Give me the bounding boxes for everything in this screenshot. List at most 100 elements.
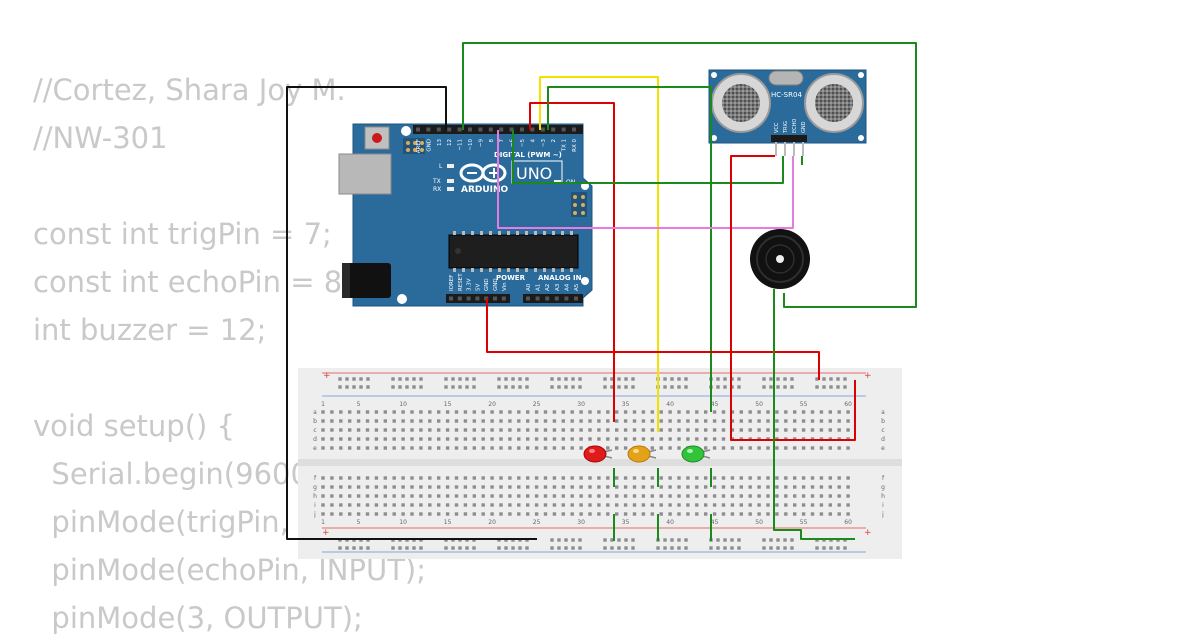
- breadboard-hole: [508, 428, 512, 432]
- breadboard-hole: [348, 419, 352, 423]
- rail-hole: [709, 546, 713, 550]
- rail-hole: [769, 546, 773, 550]
- breadboard-hole: [365, 410, 370, 414]
- breadboard-hole: [766, 512, 770, 516]
- breadboard-hole: [374, 485, 379, 489]
- rail-hole: [684, 546, 688, 550]
- breadboard-hole: [383, 476, 387, 480]
- wire-green-trig: [512, 130, 784, 184]
- rail-plus-bottom-right: +: [864, 528, 872, 538]
- tx-led: [447, 179, 454, 183]
- column-number: 45: [711, 519, 719, 526]
- rail-hole: [677, 546, 681, 550]
- rail-hole: [815, 546, 819, 550]
- icsp-header-right: [571, 192, 587, 217]
- rail-hole: [525, 385, 529, 389]
- breadboard-hole: [632, 503, 637, 507]
- breadboard-hole: [339, 446, 343, 450]
- header-pin: [574, 296, 578, 301]
- breadboard-hole: [481, 410, 485, 414]
- breadboard-hole: [650, 428, 654, 432]
- breadboard-hole: [677, 428, 681, 432]
- breadboard-hole: [543, 419, 548, 423]
- breadboard-hole: [392, 410, 396, 414]
- buzzer-ring: [756, 235, 804, 283]
- code-line: int buzzer = 12;: [33, 313, 267, 347]
- breadboard-hole: [321, 494, 325, 498]
- breadboard-hole: [615, 428, 619, 432]
- breadboard-hole: [615, 476, 619, 480]
- breadboard-hole: [499, 428, 503, 432]
- rail-hole: [663, 377, 667, 381]
- breadboard-hole: [668, 503, 672, 507]
- breadboard-hole: [686, 512, 690, 516]
- icsp-header-top: [403, 138, 425, 154]
- breadboard-hole: [356, 503, 361, 507]
- header-pin: [501, 296, 506, 301]
- wire-green-pin3-led: [547, 86, 712, 412]
- rail-hole: [783, 538, 787, 542]
- breadboard-hole: [410, 485, 414, 489]
- breadboard-hole: [793, 419, 797, 423]
- breadboard-hole: [757, 410, 761, 414]
- breadboard-hole: [383, 485, 387, 489]
- breadboard-hole: [757, 476, 761, 480]
- analog-pin-label: A0: [526, 283, 532, 291]
- rail-hole: [338, 385, 342, 389]
- header-pin: [416, 127, 420, 132]
- breadboard-hole: [419, 503, 423, 507]
- breadboard-hole: [526, 446, 530, 450]
- breadboard-hole: [712, 494, 717, 498]
- sensor-header: [771, 135, 807, 142]
- breadboard-hole: [739, 419, 743, 423]
- breadboard-hole: [632, 410, 637, 414]
- breadboard-hole: [392, 512, 396, 516]
- breadboard-hole: [561, 476, 565, 480]
- column-number: 20: [488, 401, 496, 408]
- row-letter: i: [882, 502, 884, 509]
- breadboard: + + + + 11551010151520202525303035354040…: [298, 368, 902, 559]
- breadboard-hole: [632, 476, 637, 480]
- breadboard-hole: [615, 512, 619, 516]
- chip-leg: [453, 231, 456, 235]
- rail-hole: [352, 377, 356, 381]
- chip-leg: [480, 268, 483, 272]
- breadboard-hole: [668, 485, 672, 489]
- header-pin: [540, 127, 545, 132]
- breadboard-hole: [775, 446, 779, 450]
- breadboard-hole: [330, 512, 334, 516]
- chip-leg: [507, 231, 510, 235]
- breadboard-hole: [543, 512, 548, 516]
- breadboard-hole: [793, 410, 797, 414]
- digital-pin-label: 2: [551, 139, 557, 143]
- digital-label: DIGITAL (PWM ~): [494, 151, 562, 159]
- power-pin-label: 3.3V: [467, 278, 473, 291]
- power-pin-label: IOREF: [449, 275, 455, 291]
- rail-hole: [836, 546, 840, 550]
- breadboard-hole: [597, 428, 601, 432]
- breadboard-hole: [775, 494, 779, 498]
- rail-hole: [624, 546, 628, 550]
- digital-header-pins: [416, 127, 576, 132]
- rail-hole: [737, 538, 741, 542]
- breadboard-hole: [330, 446, 334, 450]
- breadboard-hole: [846, 419, 850, 423]
- breadboard-hole: [623, 410, 628, 414]
- breadboard-hole: [517, 437, 521, 441]
- breadboard-hole: [686, 437, 690, 441]
- breadboard-hole: [819, 428, 824, 432]
- led-green: [681, 445, 711, 463]
- rail-hole: [550, 377, 554, 381]
- rail-hole: [783, 546, 787, 550]
- breadboard-hole: [801, 446, 806, 450]
- breadboard-hole: [810, 419, 815, 423]
- chip-leg: [534, 268, 537, 272]
- breadboard-hole: [445, 428, 450, 432]
- analog-pin-label: A1: [536, 284, 542, 291]
- breadboard-hole: [534, 485, 539, 489]
- breadboard-hole: [641, 503, 646, 507]
- row-letter: f: [314, 475, 317, 482]
- code-line: //Cortez, Shara Joy M.: [33, 73, 346, 107]
- rail-hole: [458, 385, 462, 389]
